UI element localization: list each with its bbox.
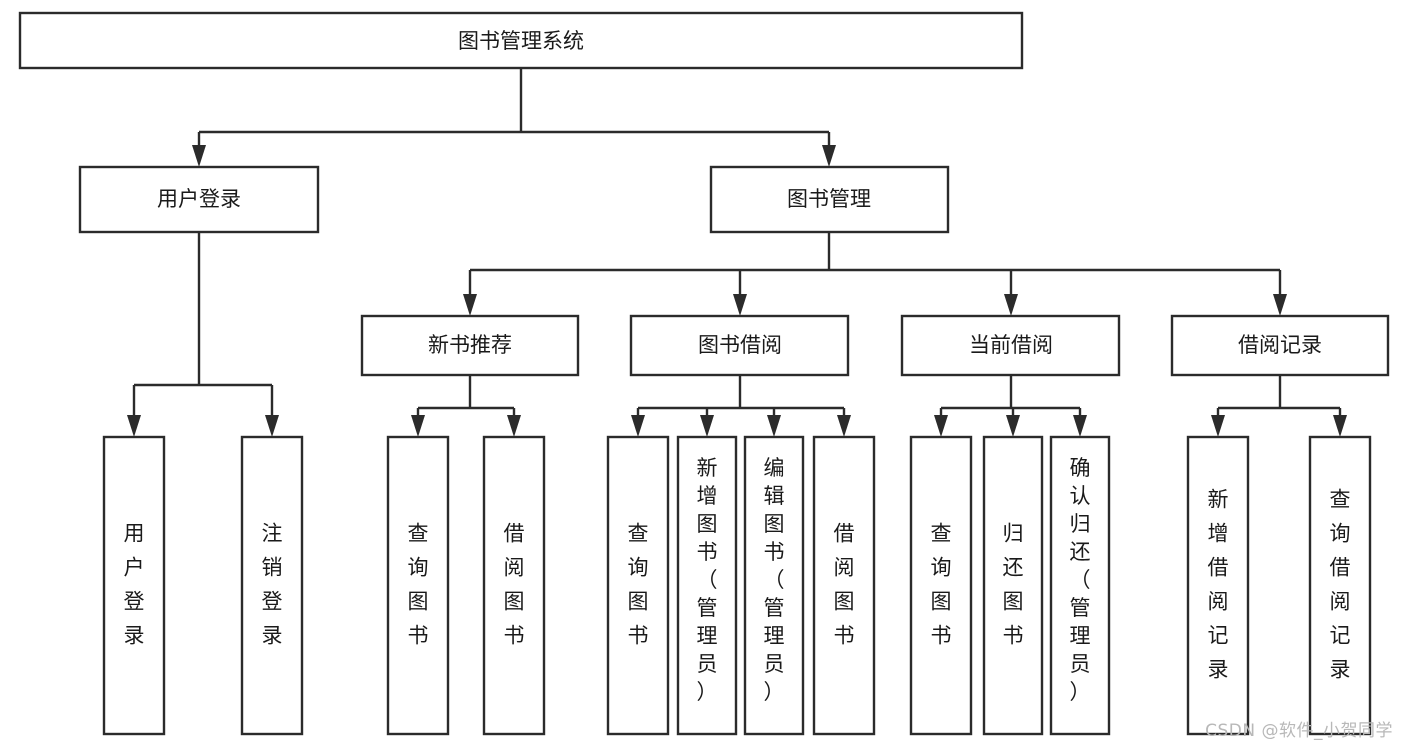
node-box-leaf-4[interactable] [482, 435, 546, 736]
arrow-head-icon [1006, 415, 1020, 437]
node-leaf-11[interactable]: 确认归还（管理员） [1049, 435, 1111, 736]
arrow-head-icon [192, 145, 206, 167]
node-leaf-9[interactable]: 查询图书 [909, 435, 973, 736]
arrow-head-icon [1073, 415, 1087, 437]
node-borrow-records[interactable]: 借阅记录 [1170, 314, 1390, 377]
node-box-leaf-1[interactable] [102, 435, 166, 736]
arrow-head-icon [1333, 415, 1347, 437]
arrow-head-icon [507, 415, 521, 437]
node-label-leaf-3: 查询图书 [408, 522, 429, 648]
node-box-leaf-7[interactable] [743, 435, 805, 736]
arrow-head-icon [700, 415, 714, 437]
arrow-head-icon [767, 415, 781, 437]
node-leaf-2[interactable]: 注销登录 [240, 435, 304, 736]
node-leaf-5[interactable]: 查询图书 [606, 435, 670, 736]
node-box-leaf-3[interactable] [386, 435, 450, 736]
arrow-head-icon [1273, 294, 1287, 316]
node-leaf-3[interactable]: 查询图书 [386, 435, 450, 736]
watermark-text: CSDN @软件_小贺同学 [1205, 721, 1393, 741]
node-label-l2-2: 图书管理 [787, 187, 871, 211]
node-label-leaf-12: 新增借阅记录 [1208, 488, 1229, 682]
node-box-leaf-5[interactable] [606, 435, 670, 736]
node-label-l3-4: 借阅记录 [1238, 333, 1322, 357]
node-label-l2-1: 用户登录 [157, 187, 241, 211]
leaf-layer: 用户登录 注销登录 查询图书 借阅图书 查询图书 新增图书（管理员） 编辑图书（管理员） 借阅… [102, 435, 1372, 736]
node-box-leaf-10[interactable] [982, 435, 1044, 736]
node-label-leaf-2: 注销登录 [262, 522, 283, 648]
arrow-head-icon [127, 415, 141, 437]
node-label-leaf-10: 归还图书 [1003, 522, 1024, 648]
node-label-l3-1: 新书推荐 [428, 333, 512, 357]
arrow-head-icon [411, 415, 425, 437]
node-new-book-recommend[interactable]: 新书推荐 [360, 314, 580, 377]
node-box-leaf-8[interactable] [812, 435, 876, 736]
node-label-l3-2: 图书借阅 [698, 333, 782, 357]
node-leaf-1[interactable]: 用户登录 [102, 435, 166, 736]
node-box-root[interactable] [18, 11, 1024, 70]
node-box-leaf-6[interactable] [676, 435, 738, 736]
node-leaf-4[interactable]: 借阅图书 [482, 435, 546, 736]
node-label-root: 图书管理系统 [458, 29, 584, 53]
node-leaf-13[interactable]: 查询借阅记录 [1308, 435, 1372, 736]
node-label-leaf-7: 编辑图书（管理员） [764, 456, 785, 704]
node-leaf-10[interactable]: 归还图书 [982, 435, 1044, 736]
node-label-leaf-11: 确认归还（管理员） [1070, 456, 1091, 704]
node-box-l2-2[interactable] [709, 165, 950, 234]
arrow-head-icon [1004, 294, 1018, 316]
node-box-l3-2[interactable] [629, 314, 850, 377]
node-box-leaf-12[interactable] [1186, 435, 1250, 736]
arrow-head-icon [631, 415, 645, 437]
arrow-head-icon [837, 415, 851, 437]
node-label-leaf-13: 查询借阅记录 [1330, 488, 1351, 682]
node-box-l3-3[interactable] [900, 314, 1121, 377]
node-box-leaf-9[interactable] [909, 435, 973, 736]
node-leaf-7[interactable]: 编辑图书（管理员） [743, 435, 805, 736]
node-label-leaf-9: 查询图书 [931, 522, 952, 648]
node-root[interactable]: 图书管理系统 [18, 11, 1024, 70]
node-user-login[interactable]: 用户登录 [78, 165, 320, 234]
node-box-leaf-13[interactable] [1308, 435, 1372, 736]
node-box-l3-1[interactable] [360, 314, 580, 377]
node-leaf-6[interactable]: 新增图书（管理员） [676, 435, 738, 736]
node-label-leaf-6: 新增图书（管理员） [697, 456, 718, 704]
node-book-management[interactable]: 图书管理 [709, 165, 950, 234]
node-label-l3-3: 当前借阅 [969, 333, 1053, 357]
node-label-leaf-8: 借阅图书 [834, 522, 855, 648]
node-leaf-8[interactable]: 借阅图书 [812, 435, 876, 736]
arrow-head-icon [265, 415, 279, 437]
node-leaf-12[interactable]: 新增借阅记录 [1186, 435, 1250, 736]
node-book-borrow[interactable]: 图书借阅 [629, 314, 850, 377]
arrow-head-icon [822, 145, 836, 167]
node-label-leaf-4: 借阅图书 [504, 522, 525, 648]
arrow-head-icon [733, 294, 747, 316]
node-box-l3-4[interactable] [1170, 314, 1390, 377]
arrow-head-icon [934, 415, 948, 437]
arrow-head-icon [463, 294, 477, 316]
node-box-l2-1[interactable] [78, 165, 320, 234]
node-label-leaf-1: 用户登录 [124, 522, 145, 648]
node-current-borrow[interactable]: 当前借阅 [900, 314, 1121, 377]
arrow-head-icon [1211, 415, 1225, 437]
node-label-leaf-5: 查询图书 [628, 522, 649, 648]
node-box-leaf-2[interactable] [240, 435, 304, 736]
node-box-leaf-11[interactable] [1049, 435, 1111, 736]
connector-layer [127, 68, 1347, 437]
